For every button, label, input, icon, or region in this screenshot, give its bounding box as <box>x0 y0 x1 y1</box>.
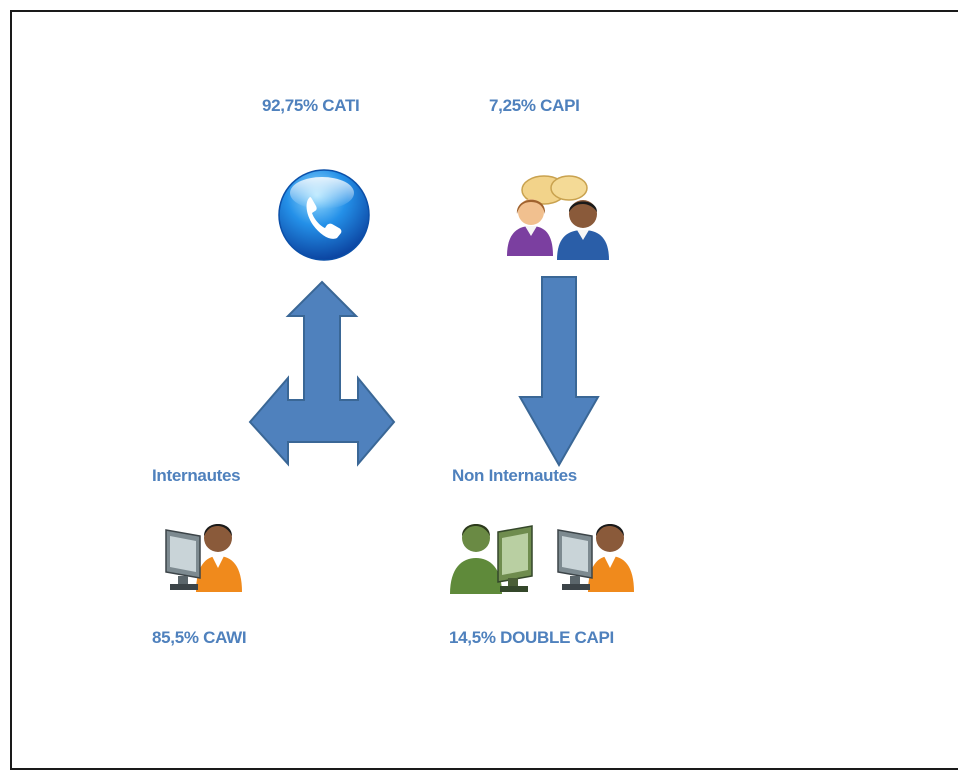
down-arrow <box>518 276 600 468</box>
two-people-talking-icon <box>507 175 609 260</box>
capi-label: 7,25% CAPI <box>489 96 580 115</box>
person-at-computer-icon <box>165 524 242 592</box>
diagram-frame: 92,75% CATI 7,25% CAPI <box>10 10 958 770</box>
internautes-label: Internautes <box>152 466 241 485</box>
person-at-computer-icon-2 <box>557 524 634 592</box>
cati-label: 92,75% CATI <box>262 96 360 115</box>
phone-icon <box>278 169 370 261</box>
up-left-right-arrow <box>248 280 396 467</box>
double-capi-label: 14,5% DOUBLE CAPI <box>449 628 614 647</box>
person-at-computer-green-icon <box>450 524 533 594</box>
non-internautes-label: Non Internautes <box>452 466 577 485</box>
cawi-label: 85,5% CAWI <box>152 628 247 647</box>
